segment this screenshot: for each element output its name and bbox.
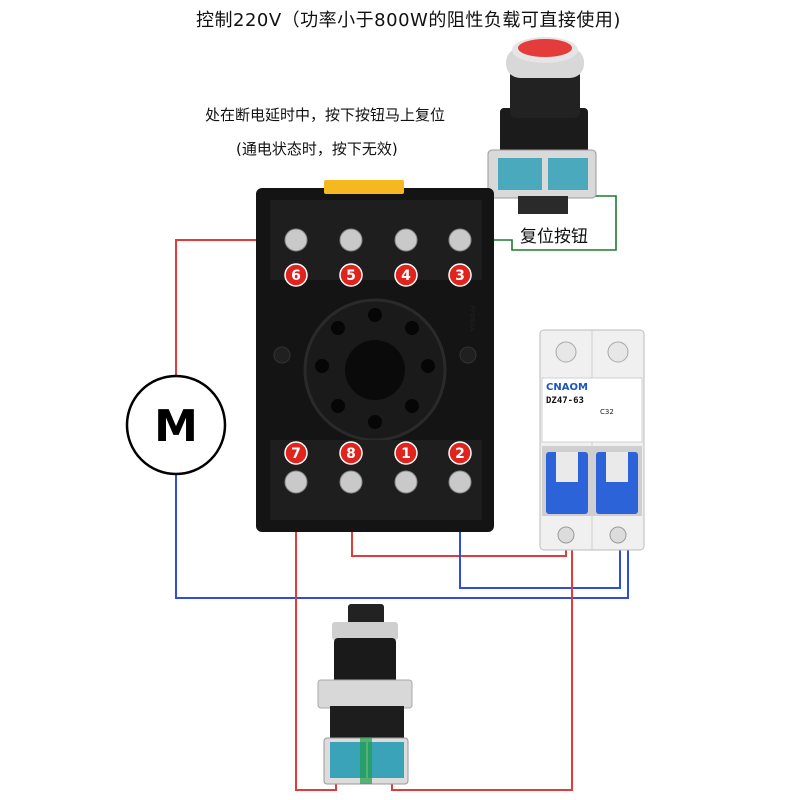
terminal-badge-8: 8 — [339, 441, 363, 465]
svg-text:2: 2 — [455, 446, 465, 462]
top-terminal-screws — [284, 228, 472, 252]
wire-blue-motor-to-breaker — [175, 474, 629, 599]
svg-text:6: 6 — [291, 268, 301, 284]
breaker-rating: C32 — [600, 408, 614, 416]
svg-text:8: 8 — [346, 446, 356, 462]
motor-symbol-icon: M — [125, 374, 227, 476]
terminal-badge-1: 1 — [394, 441, 418, 465]
breaker-brand: CNAOM — [546, 382, 588, 393]
bottom-terminal-screws — [284, 470, 472, 494]
svg-text:7: 7 — [291, 446, 301, 462]
svg-text:PF083A: PF083A — [468, 305, 476, 332]
wire-red-terminal7-to-switch — [295, 486, 337, 791]
wire-red-switch-to-breaker — [391, 540, 573, 791]
note-reset-during-delay: 处在断电延时中，按下按钮马上复位 — [205, 106, 446, 124]
svg-text:1: 1 — [401, 446, 411, 462]
terminal-badge-7: 7 — [284, 441, 308, 465]
relay-socket-icon: PF083A — [256, 180, 494, 532]
selector-switch-icon[interactable] — [317, 604, 413, 785]
wire-red-terminal6-to-motor — [175, 239, 288, 376]
terminal-badge-6: 6 — [284, 263, 308, 287]
reset-button-label: 复位按钮 — [520, 227, 588, 247]
circuit-breaker-icon[interactable]: CNAOM DZ47-63 C32 — [539, 329, 645, 551]
note-powered-state: (通电状态时，按下无效) — [236, 140, 398, 158]
reset-pushbutton-icon[interactable] — [487, 37, 597, 214]
svg-text:5: 5 — [346, 268, 356, 284]
terminal-badge-4: 4 — [394, 263, 418, 287]
motor-label: M — [154, 401, 198, 452]
breaker-model: DZ47-63 — [546, 396, 584, 406]
wire-green-terminal3-to-reset — [462, 195, 617, 251]
terminal-badge-3: 3 — [448, 263, 472, 287]
page-title: 控制220V（功率小于800W的阻性负载可直接使用) — [196, 10, 621, 31]
svg-text:3: 3 — [455, 268, 465, 284]
terminal-badge-5: 5 — [339, 263, 363, 287]
svg-text:4: 4 — [401, 268, 411, 284]
terminal-badge-2: 2 — [448, 441, 472, 465]
wire-blue-terminal2-to-breaker — [459, 486, 621, 589]
